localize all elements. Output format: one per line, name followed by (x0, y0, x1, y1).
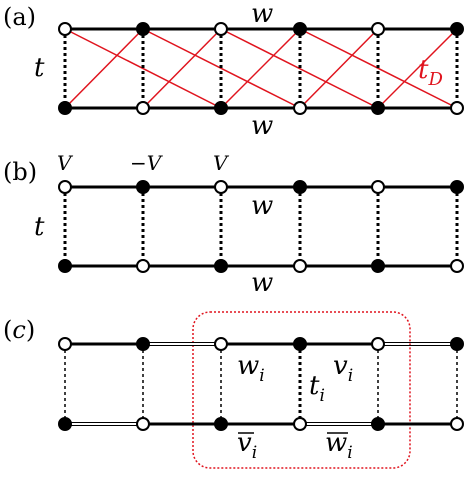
unit-cell-box (192, 311, 411, 469)
hopping-vi: vi (333, 351, 353, 386)
potential-v-1: V (57, 151, 74, 175)
sites (58, 22, 464, 115)
rungs (64, 344, 458, 424)
bottom-hopping-w: w (251, 268, 273, 298)
svg-text:wi: wi (325, 428, 353, 463)
diagonal-hopping-tD: tD (418, 55, 443, 90)
bottom-rail (65, 422, 457, 426)
hopping-wi: wi (237, 351, 265, 386)
rungs (63, 187, 459, 266)
interchain-hopping-t: t (34, 212, 45, 242)
sites (58, 337, 464, 431)
panel-a: (a) t w w tD (3, 0, 464, 141)
hopping-ti: ti (309, 371, 325, 406)
interchain-hopping-t: t (34, 53, 45, 83)
hopping-wi-bar: wi (325, 428, 353, 463)
rungs (63, 29, 459, 108)
potential-minus-v: −V (130, 151, 164, 175)
panel-a-label: (a) (3, 3, 36, 31)
sites (58, 180, 464, 273)
panel-c-label: (c) (3, 316, 35, 344)
bottom-hopping-w: w (251, 111, 273, 141)
top-rail (65, 342, 457, 346)
svg-text:vi: vi (237, 428, 257, 463)
panel-b-label: (b) (3, 158, 37, 186)
panel-c: (c) wi vi ti vi wi (3, 311, 464, 469)
potential-v-3: V (213, 151, 230, 175)
top-hopping-w: w (251, 0, 273, 29)
top-hopping-w: w (251, 191, 273, 221)
cross-hoppings (64, 28, 458, 109)
hopping-vi-bar: vi (237, 428, 257, 463)
panel-b: (b) V −V V t w w (3, 151, 464, 298)
